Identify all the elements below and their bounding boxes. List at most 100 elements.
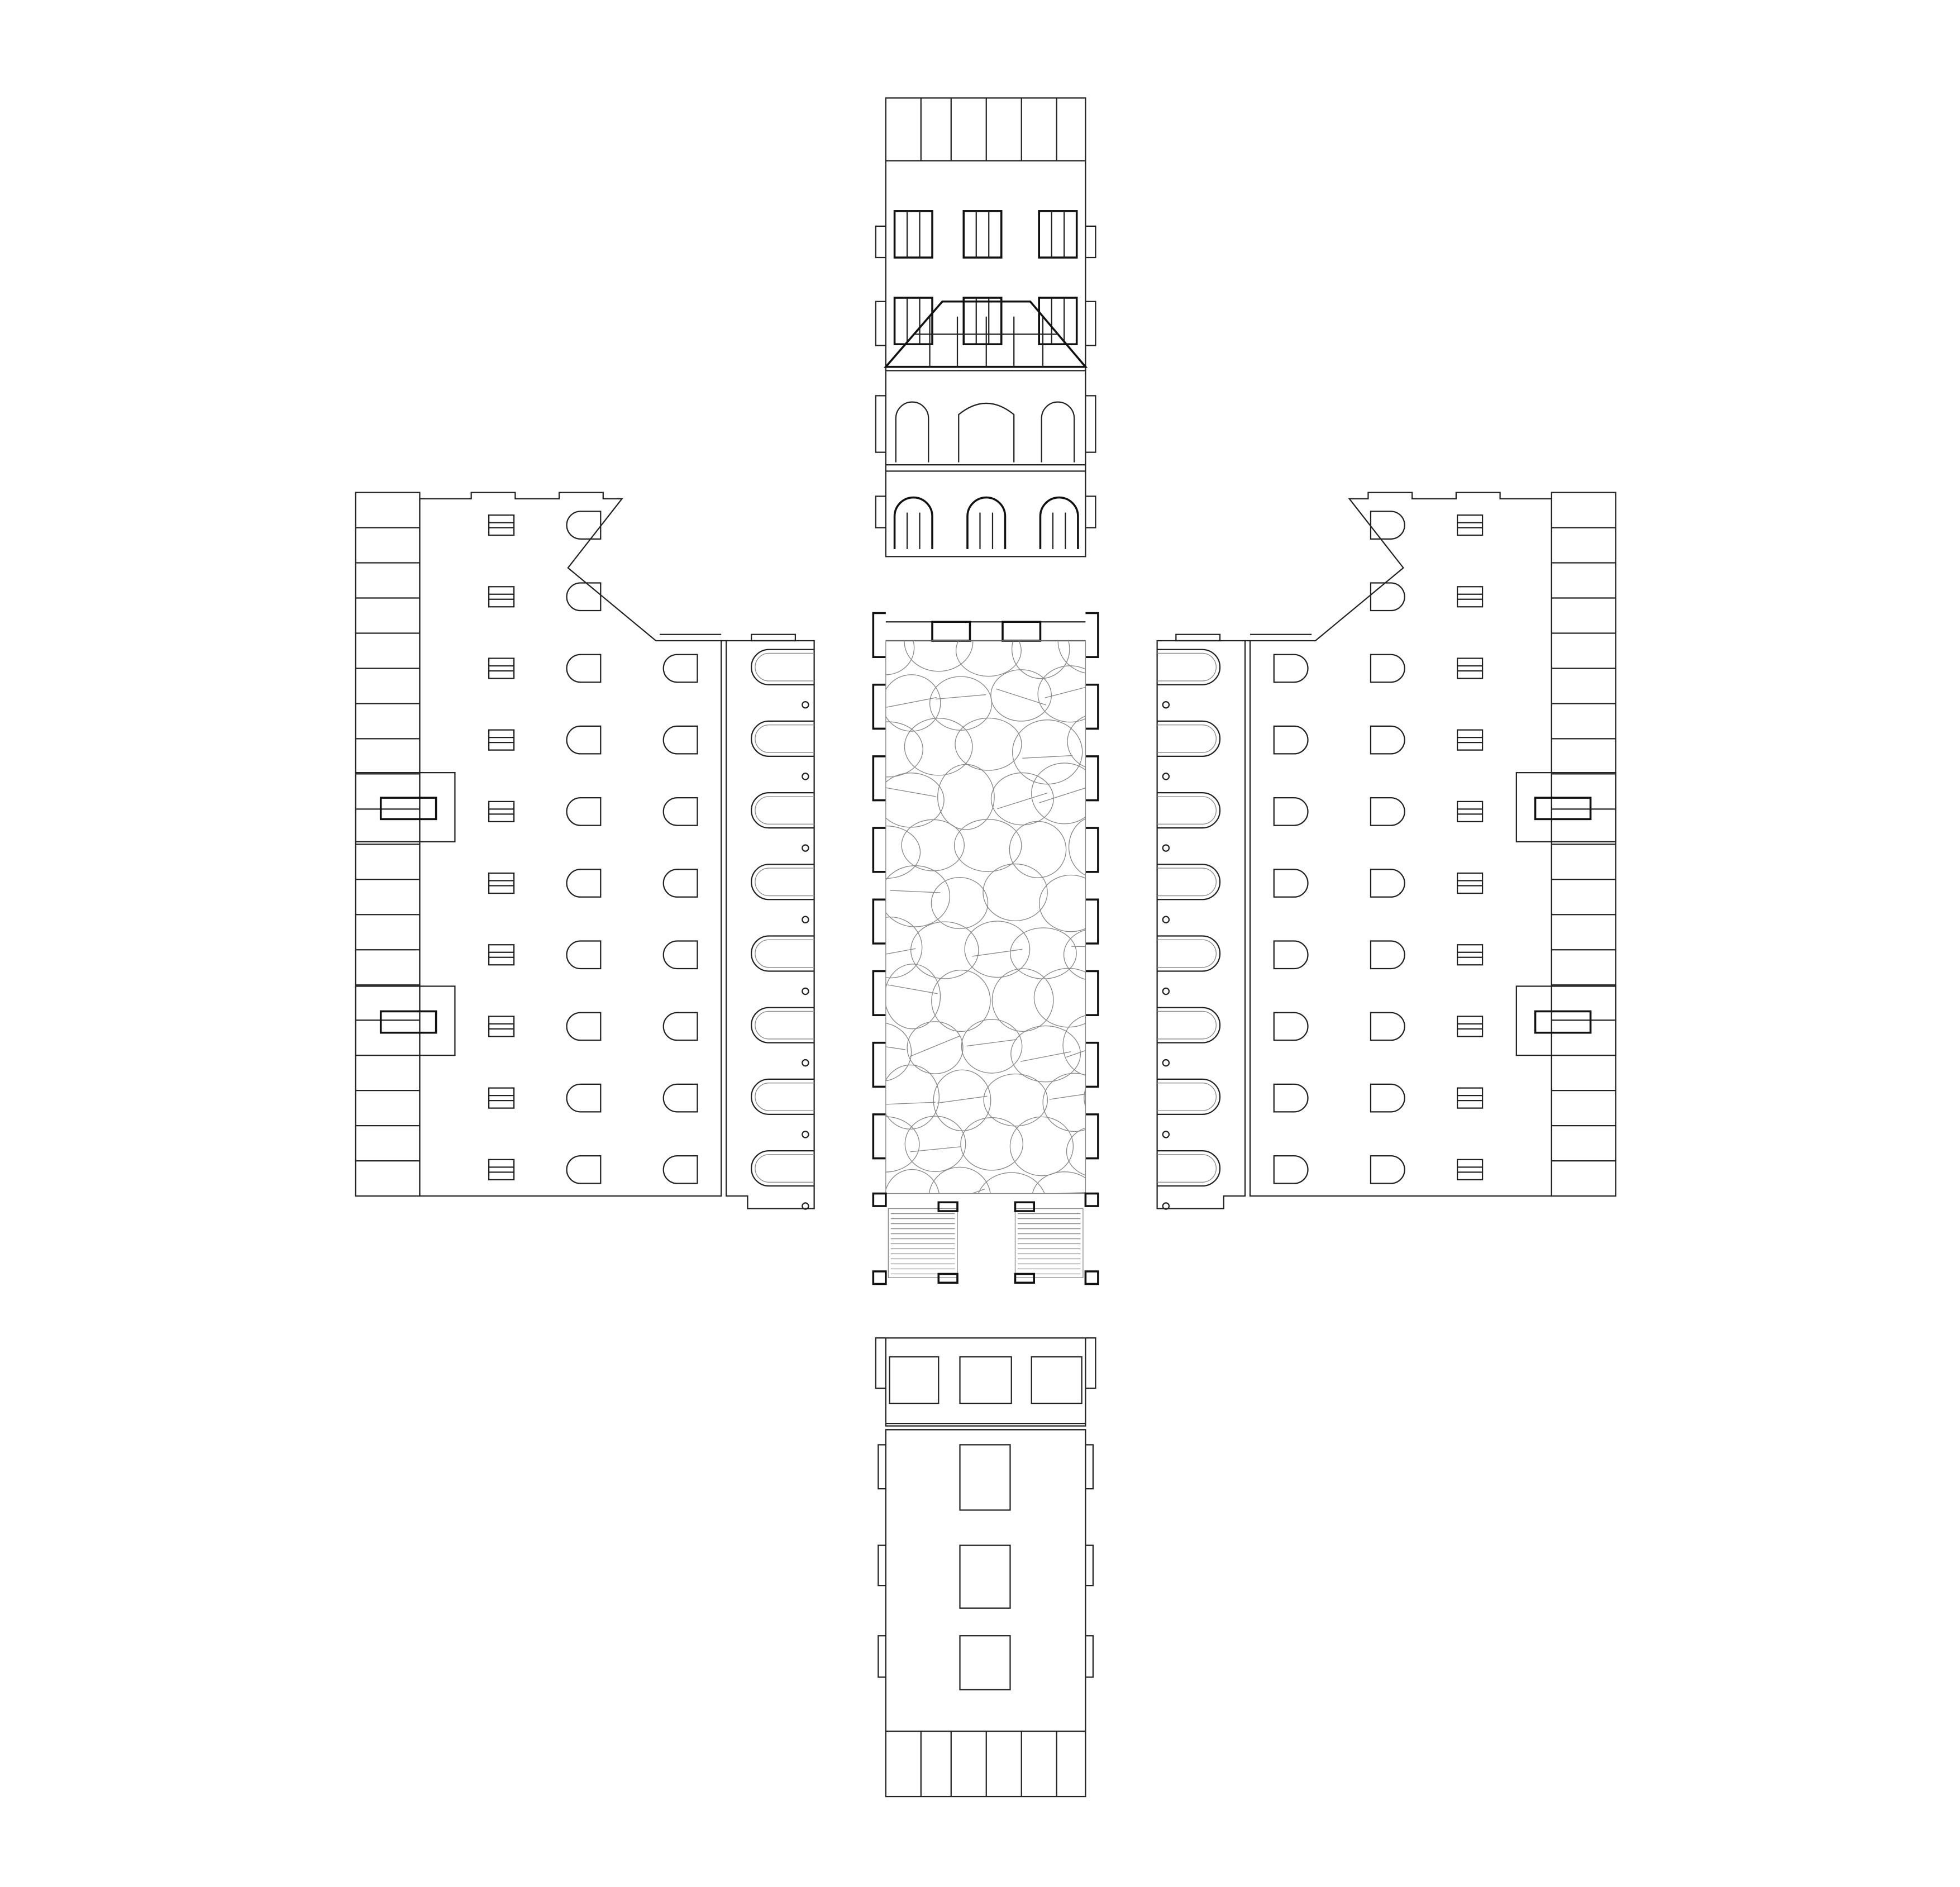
paving-circle <box>931 877 989 930</box>
arched-window <box>1370 582 1405 612</box>
paving-chord <box>966 1039 1017 1047</box>
window <box>1038 297 1078 346</box>
arched-window <box>662 1083 698 1113</box>
arcade-bay-inner <box>755 1011 814 1040</box>
small-window <box>488 657 515 679</box>
paving-circle <box>983 1073 1048 1127</box>
courtyard-floor <box>885 640 1086 1194</box>
arched-window <box>566 654 602 683</box>
arcade-lamp <box>1162 773 1170 780</box>
paving-circle <box>964 921 1031 978</box>
arched-opening <box>895 401 929 463</box>
paving-circle <box>885 773 945 828</box>
small-window <box>1456 1087 1484 1109</box>
paving-chord <box>1071 946 1086 947</box>
arcade-bay <box>1157 792 1221 829</box>
side-pilaster <box>1085 495 1096 528</box>
square-window <box>959 1545 1011 1609</box>
bottom-top-storey <box>885 1337 1086 1427</box>
side-pilaster <box>1085 1337 1096 1389</box>
paving-circle <box>960 1117 1024 1171</box>
side-pilaster <box>1085 301 1096 346</box>
courtyard-floor-plan <box>872 612 1155 1285</box>
arcade-bay <box>1157 649 1221 685</box>
arcade-outline <box>726 640 815 1209</box>
arched-window <box>566 511 602 540</box>
bay-window <box>1534 797 1592 821</box>
paving-circle <box>931 969 991 1032</box>
courtyard-pilaster <box>1085 898 1099 945</box>
arcade-bay <box>751 935 814 972</box>
side-pilaster <box>878 1545 886 1586</box>
paving-circle <box>955 640 1022 677</box>
arched-window <box>1273 654 1309 683</box>
small-window <box>1456 657 1484 679</box>
paving-circle <box>885 916 923 979</box>
arcade-lamp <box>802 987 809 995</box>
arcade-bay <box>751 1007 814 1043</box>
arched-window <box>1039 496 1079 549</box>
arcade-bay-inner <box>755 1082 814 1111</box>
bay-projection <box>355 772 456 842</box>
arched-window <box>566 1083 602 1113</box>
stair-flight <box>1014 1208 1084 1278</box>
arcade-bay <box>751 720 814 757</box>
side-pilaster <box>875 395 886 453</box>
arcade-bay <box>1157 1007 1221 1043</box>
side-pilaster <box>1085 225 1096 259</box>
central-arch-opening <box>958 402 1015 463</box>
arched-window <box>1370 725 1405 755</box>
paving-circle <box>1011 640 1070 679</box>
paving-circle <box>991 968 1054 1032</box>
arched-window <box>566 582 602 612</box>
paving-chord <box>885 948 916 955</box>
stair-post <box>937 1201 958 1212</box>
paving-circle <box>953 818 1022 872</box>
arched-window <box>1370 654 1405 683</box>
small-window <box>1456 800 1484 822</box>
arcade-lamp <box>1162 1131 1170 1138</box>
arched-window <box>966 496 1007 549</box>
side-pilaster <box>875 1337 886 1389</box>
arcade-bay <box>751 1078 814 1115</box>
arcade-bay <box>751 864 814 900</box>
paving-chord <box>885 787 936 797</box>
arcade-bay <box>751 792 814 829</box>
paving-chord <box>886 697 937 708</box>
arched-window <box>662 654 698 683</box>
arched-window <box>1370 869 1405 898</box>
paving-circle <box>1068 818 1086 876</box>
paving-chord <box>995 688 1047 706</box>
paving-circle <box>885 1064 940 1130</box>
side-pilaster <box>1085 1444 1094 1490</box>
paving-circle <box>1037 665 1086 723</box>
glass-canopy <box>883 300 1088 368</box>
paving-circle <box>1032 1171 1086 1194</box>
courtyard-pilaster <box>1085 1041 1099 1088</box>
courtyard-pilaster <box>872 612 886 659</box>
arched-window <box>662 1155 698 1184</box>
stair-pier <box>872 1270 887 1285</box>
paving-circle <box>885 825 921 879</box>
stair-post <box>1014 1273 1036 1284</box>
arched-window <box>662 940 698 970</box>
arcade-lamp <box>802 1202 809 1210</box>
paving-chord <box>1094 1097 1144 1107</box>
paving-chord <box>1020 1051 1071 1062</box>
small-window <box>488 1087 515 1109</box>
paving-chord <box>971 1188 985 1194</box>
small-window <box>488 944 515 966</box>
arcade-bay-inner <box>1157 868 1217 897</box>
paving-chord <box>885 1046 906 1050</box>
arcade-outline <box>1156 640 1246 1209</box>
courtyard-pilaster <box>872 827 886 873</box>
paving-circle <box>1099 768 1155 819</box>
paving-circle <box>1066 1127 1086 1176</box>
paving-circle <box>907 1021 964 1074</box>
wing-facade-outline <box>419 492 722 1197</box>
courtyard-pilaster <box>872 683 886 730</box>
arched-window <box>566 725 602 755</box>
paving-circle <box>929 676 993 731</box>
courtyard-pilaster <box>1085 683 1099 730</box>
